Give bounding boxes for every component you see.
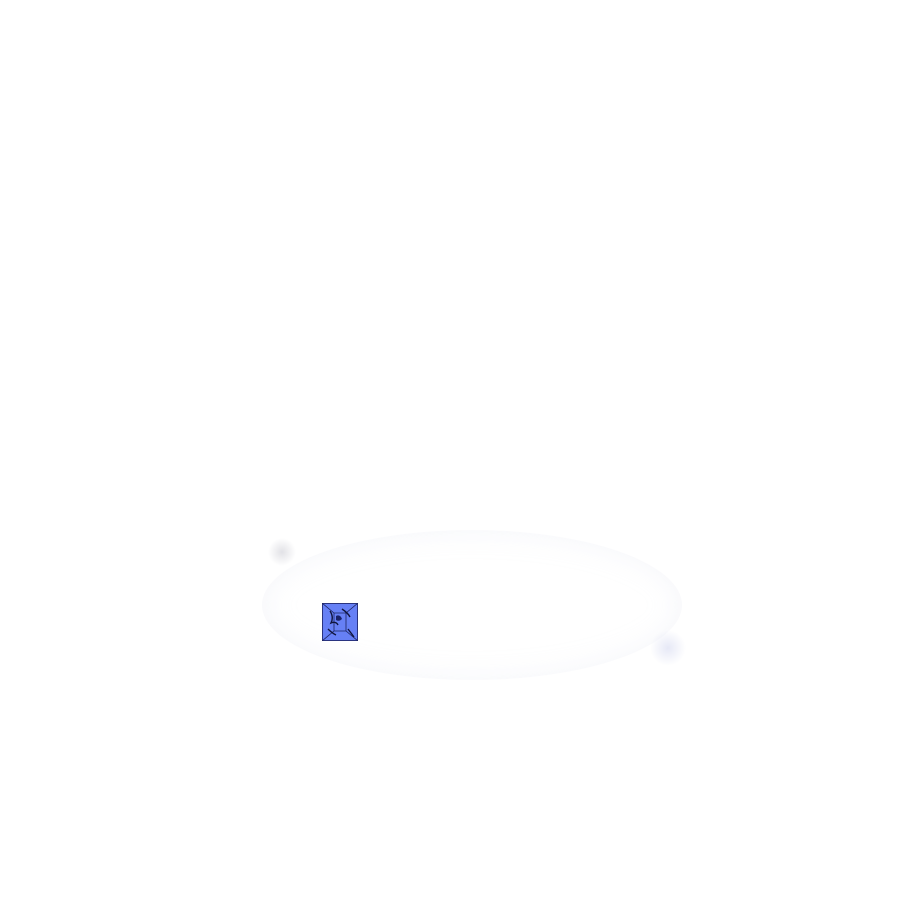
smudge-right xyxy=(650,630,686,666)
blue-gem-icon xyxy=(322,603,358,641)
smudge-left xyxy=(268,538,296,566)
